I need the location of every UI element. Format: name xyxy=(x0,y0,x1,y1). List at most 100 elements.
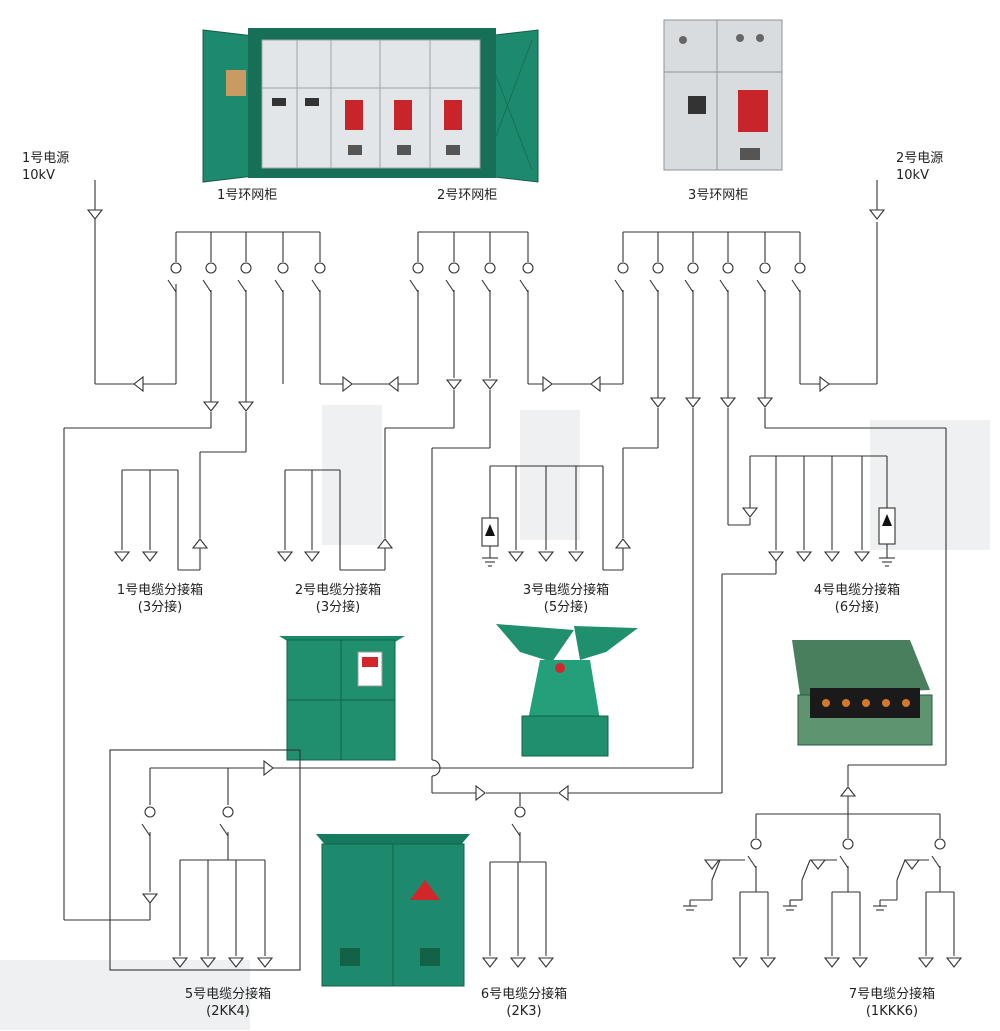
switch-group xyxy=(141,262,946,869)
cable-terminal-symbol xyxy=(851,957,869,968)
branch-box-3-label: 3号电缆分接箱 (5分接) xyxy=(523,582,609,615)
cable-terminal-symbol xyxy=(445,379,463,390)
svg-text:(6分接): (6分接) xyxy=(835,599,879,615)
cable-terminal-symbol xyxy=(731,957,749,968)
switch-symbol xyxy=(719,262,734,293)
switch-symbol xyxy=(141,806,156,837)
svg-text:(2KK4): (2KK4) xyxy=(206,1004,250,1019)
cable-terminal-symbol xyxy=(823,551,841,562)
cable-terminal-symbol xyxy=(376,538,394,549)
ring-main-unit-3-label: 3号环网柜 xyxy=(688,188,748,203)
svg-text:4号电缆分接箱: 4号电缆分接箱 xyxy=(814,582,900,598)
source-1-label: 1号电源 10kV xyxy=(22,151,69,183)
switch-symbol xyxy=(519,262,534,293)
switch-symbol xyxy=(684,262,699,293)
svg-text:2号电缆分接箱: 2号电缆分接箱 xyxy=(295,582,381,598)
svg-text:2号电源: 2号电源 xyxy=(896,151,943,166)
cable-terminal-symbol xyxy=(263,759,274,777)
svg-text:5号电缆分接箱: 5号电缆分接箱 xyxy=(185,986,271,1002)
switch-symbol xyxy=(614,262,629,293)
cable-terminal-symbol xyxy=(741,507,759,518)
cable-terminal-symbol xyxy=(917,957,935,968)
cable-terminal-symbol xyxy=(558,784,569,802)
svg-text:(5分接): (5分接) xyxy=(544,599,588,615)
cable-terminal-symbol xyxy=(614,538,632,549)
cable-terminal-symbol xyxy=(171,957,189,968)
cable-terminal-symbol xyxy=(537,957,555,968)
cable-terminal-symbol xyxy=(227,957,245,968)
switch-symbol xyxy=(511,806,526,837)
cable-terminal-symbol xyxy=(388,375,399,393)
svg-text:1号电缆分接箱: 1号电缆分接箱 xyxy=(117,582,203,598)
svg-text:10kV: 10kV xyxy=(22,168,55,183)
cable-terminal-symbol xyxy=(303,551,321,562)
branch-box-3-photo xyxy=(496,624,638,757)
cable-terminal-symbol xyxy=(767,551,785,562)
branch-box-2-label: 2号电缆分接箱 (3分接) xyxy=(295,582,381,615)
cable-terminal-symbol xyxy=(191,538,209,549)
cable-terminal-symbol xyxy=(853,551,871,562)
svg-text:7号电缆分接箱: 7号电缆分接箱 xyxy=(849,986,935,1002)
ring-main-cabinet-photo xyxy=(202,28,539,183)
switch-symbol xyxy=(311,262,326,293)
svg-text:3号电缆分接箱: 3号电缆分接箱 xyxy=(523,582,609,598)
svg-text:(3分接): (3分接) xyxy=(138,599,182,615)
source-2-label: 2号电源 10kV xyxy=(896,151,943,183)
switchgear-cabinet-photo xyxy=(663,19,783,171)
cable-terminal-symbol xyxy=(537,551,555,562)
cable-terminal-symbol xyxy=(475,784,486,802)
cable-terminal-symbol xyxy=(649,397,667,408)
cable-terminal-symbol xyxy=(141,893,159,904)
branch-box-5-photo xyxy=(316,834,470,987)
switch-symbol xyxy=(237,262,252,293)
svg-text:(2K3): (2K3) xyxy=(506,1004,541,1019)
svg-text:6号电缆分接箱: 6号电缆分接箱 xyxy=(481,986,567,1002)
cable-terminal-symbol xyxy=(903,859,921,870)
switch-symbol xyxy=(931,838,946,869)
cable-terminal-symbol xyxy=(133,375,144,393)
cable-terminal-symbol xyxy=(342,375,353,393)
branch-box-7-label: 7号电缆分接箱 (1KKK6) xyxy=(849,986,935,1019)
cable-terminal-symbol xyxy=(202,401,220,412)
branch-box-4-photo xyxy=(792,640,933,746)
svg-text:(3分接): (3分接) xyxy=(316,599,360,615)
svg-text:10kV: 10kV xyxy=(896,168,929,183)
cable-terminal-symbol xyxy=(819,375,830,393)
cable-terminal-symbol xyxy=(509,957,527,968)
cable-terminal-symbol xyxy=(256,957,274,968)
switch-symbol xyxy=(839,838,854,869)
switch-symbol xyxy=(202,262,217,293)
cable-terminal-symbol xyxy=(481,957,499,968)
cable-terminal-symbol xyxy=(868,209,886,220)
switch-symbol xyxy=(219,806,234,837)
cable-terminal-symbol xyxy=(199,957,217,968)
cable-terminal-symbol xyxy=(542,375,553,393)
switch-symbol xyxy=(409,262,424,293)
switch-symbol xyxy=(481,262,496,293)
cable-terminal-symbol xyxy=(684,397,702,408)
surge-arrester-symbol xyxy=(481,507,896,567)
cable-terminal-symbol xyxy=(756,397,774,408)
cable-terminal-symbol xyxy=(590,375,601,393)
cable-terminal-symbol xyxy=(86,209,104,220)
cable-terminal-symbol xyxy=(795,551,813,562)
branch-box-6-label: 6号电缆分接箱 (2K3) xyxy=(481,986,567,1019)
cable-terminal-symbol xyxy=(823,957,841,968)
watermark xyxy=(0,405,990,1030)
switch-symbol xyxy=(756,262,771,293)
wiring xyxy=(63,180,955,971)
cable-terminal-symbol xyxy=(945,957,963,968)
branch-box-4-label: 4号电缆分接箱 (6分接) xyxy=(814,582,900,615)
cable-terminal-symbol xyxy=(759,957,777,968)
branch-box-1-label: 1号电缆分接箱 (3分接) xyxy=(117,582,203,615)
switch-symbol xyxy=(167,262,182,293)
cable-terminal-symbol xyxy=(507,551,525,562)
switch-symbol xyxy=(747,838,762,869)
cable-terminal-symbol xyxy=(113,551,131,562)
svg-text:1号电源: 1号电源 xyxy=(22,151,69,166)
cable-terminal-group xyxy=(86,209,963,968)
cable-terminal-symbol xyxy=(141,551,159,562)
ground-symbol xyxy=(683,905,887,911)
branch-box-2-photo xyxy=(279,636,405,761)
